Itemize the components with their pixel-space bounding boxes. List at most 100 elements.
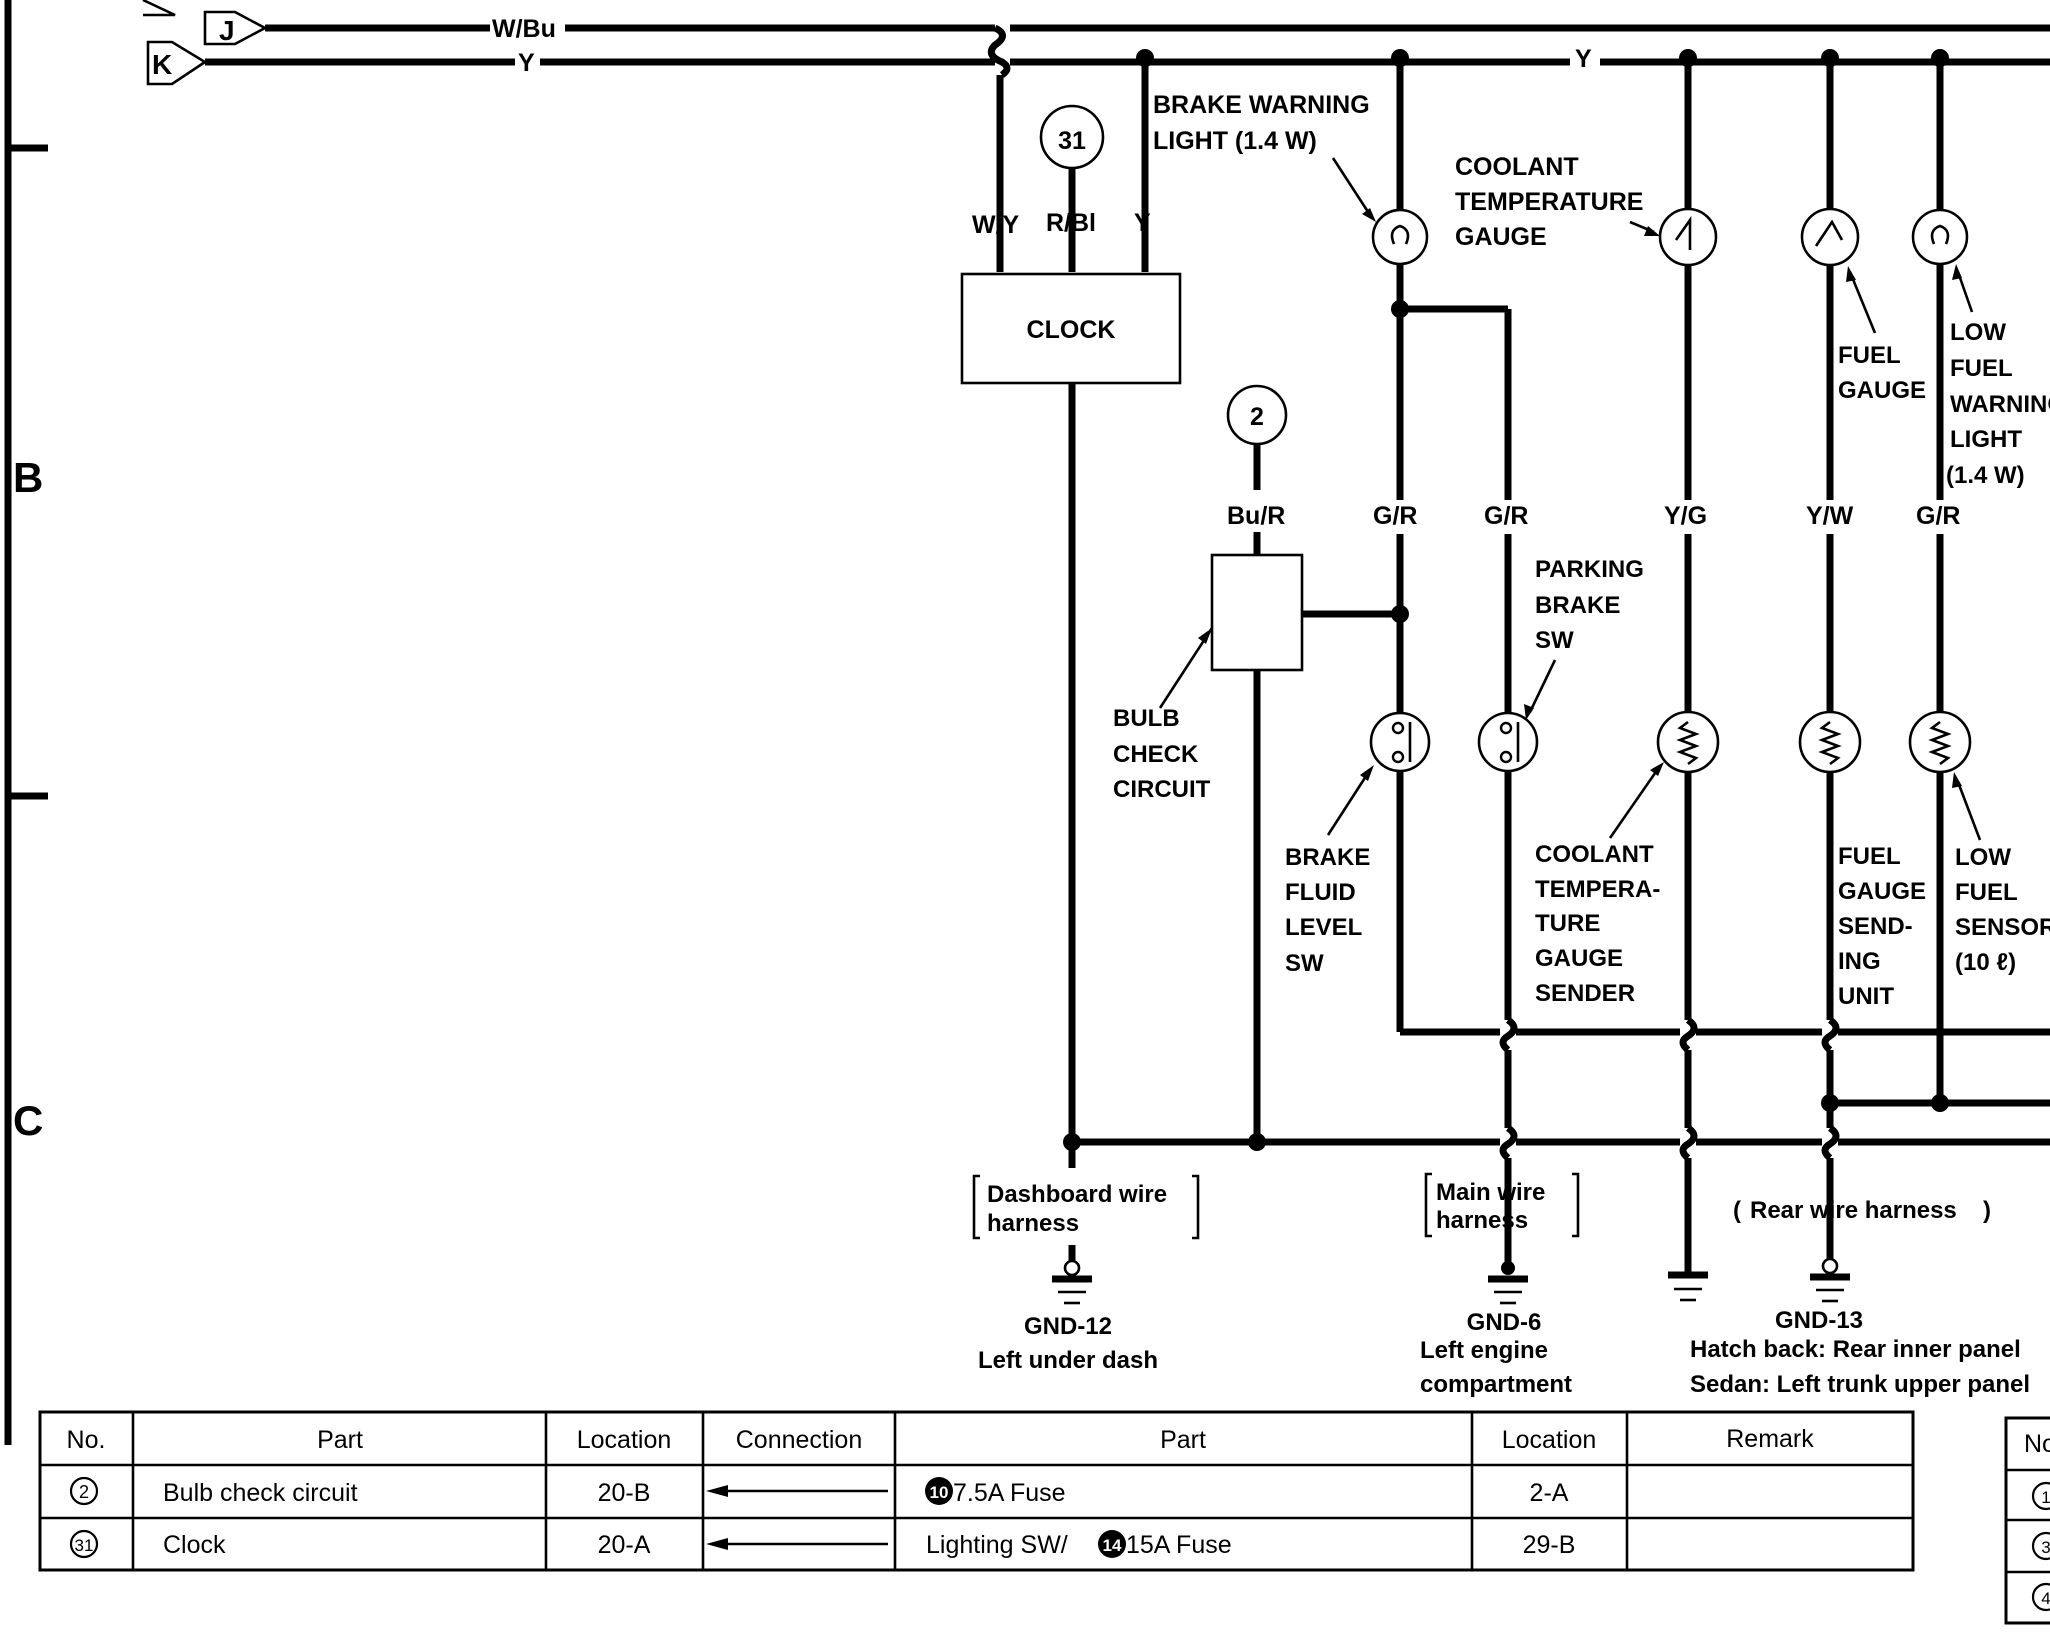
- bulb-label-2: CHECK: [1113, 741, 1199, 768]
- connector-k: K: [146, 40, 208, 86]
- fuel-sender-label-3: SEND-: [1838, 913, 1913, 940]
- connection-number-31: 31: [1058, 127, 1086, 155]
- low-fuel-sensor-label-2: FUEL: [1955, 879, 2018, 906]
- ground-bus: [1063, 1133, 2050, 1151]
- fuel-gauge-label-1: FUEL: [1838, 342, 1901, 369]
- coolant-sender-label-1: COOLANT: [1535, 841, 1654, 868]
- bulb-check-circuit: 2 Bu/R BULB CHECK CIRCUIT: [1113, 384, 1400, 1142]
- parking-brake-column: PARKING BRAKE SW: [1477, 534, 1644, 1170]
- main-harness-label-2: harness: [1436, 1207, 1528, 1234]
- bulb-label-1: BULB: [1113, 705, 1180, 732]
- brake-warning-column: BRAKE WARNING LIGHT (1.4 W) G/R G/R BRAK…: [1153, 58, 1528, 1032]
- wire-label-y-g: Y/G: [1664, 502, 1707, 530]
- gnd-13-label: GND-13: [1775, 1307, 1863, 1334]
- brake-fluid-label-2: FLUID: [1285, 879, 1356, 906]
- second-table-header: No.: [2024, 1430, 2050, 1458]
- grid-label-b: B: [13, 454, 43, 501]
- dashboard-harness-label-2: harness: [987, 1210, 1079, 1237]
- gnd-12-desc: Left under dash: [978, 1347, 1158, 1374]
- low-fuel-column: LOW FUEL WARNING LIGHT (1.4 W) G/R LOW F…: [1908, 58, 2050, 1112]
- wire-label-y-clock: Y: [1134, 209, 1151, 237]
- rear-harness-bracket-close: ): [1983, 1197, 1991, 1224]
- row-2-part: Clock: [163, 1531, 226, 1559]
- connector-j-label: J: [219, 15, 235, 46]
- wire-label-bu-r: Bu/R: [1227, 502, 1285, 530]
- gnd-13-desc-1: Hatch back: Rear inner panel: [1690, 1336, 2021, 1363]
- bulb-label-3: CIRCUIT: [1113, 776, 1211, 803]
- parking-brake-label-2: BRAKE: [1535, 592, 1620, 619]
- connector-j: J: [142, 0, 268, 46]
- low-fuel-sensor-label-1: LOW: [1955, 844, 2011, 871]
- wire-label-g-r-2: G/R: [1484, 502, 1528, 530]
- wire-label-y-w: Y/W: [1806, 502, 1854, 530]
- gnd-6-label: GND-6: [1467, 1309, 1542, 1336]
- row-2-no: 31: [75, 1536, 94, 1555]
- dashboard-harness-label-1: Dashboard wire: [987, 1181, 1167, 1208]
- fuel-sender-label-5: UNIT: [1838, 983, 1894, 1010]
- coolant-gauge-label-2: TEMPERATURE: [1455, 188, 1643, 216]
- row-2-fuse-number: 14: [1103, 1536, 1122, 1555]
- coolant-sender-label-2: TEMPERA-: [1535, 876, 1660, 903]
- wire-label-g-r-3: G/R: [1916, 502, 1960, 530]
- brake-fluid-label-3: LEVEL: [1285, 914, 1362, 941]
- gnd-12: Dashboard wire harness GND-12 Left under…: [972, 1142, 1200, 1374]
- wire-label-w-y: W/Y: [972, 211, 1020, 239]
- low-fuel-light-label-5: (1.4 W): [1946, 462, 2025, 489]
- row-1-no: 2: [79, 1482, 89, 1502]
- row-2-location: 20-A: [598, 1531, 651, 1559]
- row-1-fuse-number: 10: [930, 1483, 949, 1502]
- clock: 31 W/Y R/Bl Y CLOCK: [960, 58, 1182, 1142]
- brake-fluid-label-1: BRAKE: [1285, 844, 1370, 871]
- second-table-row-3: 4: [2041, 1589, 2050, 1608]
- connector-k-label: K: [152, 49, 172, 80]
- row-2-location-2: 29-B: [1523, 1531, 1576, 1559]
- table-header-remark: Remark: [1726, 1425, 1814, 1453]
- wire-label-g-r-1: G/R: [1373, 502, 1417, 530]
- fuel-sender-label-2: GAUGE: [1838, 878, 1926, 905]
- low-fuel-light-label-1: LOW: [1950, 319, 2006, 346]
- second-table-partial: No. 1 3 4: [2004, 1416, 2050, 1625]
- rear-harness-bracket-open: (: [1733, 1197, 1741, 1224]
- gnd-13: ( Rear wire harness ) GND-13 Hatch back:…: [1690, 1197, 2030, 1398]
- low-fuel-sensor-label-3: SENSOR: [1955, 914, 2050, 941]
- brake-fluid-label-4: SW: [1285, 950, 1324, 977]
- connection-table: No. Part Location Connection Part Locati…: [38, 1410, 1915, 1572]
- brake-warning-label-2: LIGHT (1.4 W): [1153, 127, 1317, 155]
- second-table-row-2: 3: [2041, 1538, 2050, 1557]
- parking-brake-label-3: SW: [1535, 627, 1574, 654]
- coolant-sender-label-5: SENDER: [1535, 980, 1635, 1007]
- table-header-location-2: Location: [1502, 1426, 1597, 1454]
- row-1-part: Bulb check circuit: [163, 1479, 358, 1507]
- low-fuel-light-label-2: FUEL: [1950, 355, 2013, 382]
- brake-warning-label-1: BRAKE WARNING: [1153, 91, 1370, 119]
- gnd-13-desc-2: Sedan: Left trunk upper panel: [1690, 1371, 2030, 1398]
- row-1-location-2: 2-A: [1530, 1479, 1569, 1507]
- low-fuel-sensor-label-4: (10 ℓ): [1955, 949, 2016, 976]
- top-wires: W/Bu Y Y: [205, 15, 2050, 78]
- gnd-12-label: GND-12: [1024, 1313, 1112, 1340]
- rear-harness-label: Rear wire harness: [1750, 1197, 1957, 1224]
- table-header-no: No.: [67, 1426, 106, 1454]
- parking-brake-label-1: PARKING: [1535, 556, 1644, 583]
- coolant-gauge-label-3: GAUGE: [1455, 223, 1547, 251]
- low-fuel-light-label-4: LIGHT: [1950, 426, 2022, 453]
- main-harness-label-1: Main wire: [1436, 1179, 1545, 1206]
- fuel-gauge-label-2: GAUGE: [1838, 377, 1926, 404]
- low-fuel-light-label-3: WARNING: [1950, 391, 2050, 418]
- gnd-6: Main wire harness GND-6 Left engine comp…: [1420, 1170, 1580, 1398]
- coolant-sender-label-4: GAUGE: [1535, 945, 1623, 972]
- table-header-connection: Connection: [736, 1426, 862, 1454]
- grid-label-c: C: [13, 1097, 43, 1144]
- fuel-sender-label-1: FUEL: [1838, 843, 1901, 870]
- wire-label-y: Y: [518, 49, 535, 77]
- coolant-column: COOLANT TEMPERATURE GAUGE Y/G COOLANT TE…: [1455, 58, 1720, 1302]
- gnd-6-desc-2: compartment: [1420, 1371, 1572, 1398]
- coolant-gauge-label-1: COOLANT: [1455, 153, 1579, 181]
- row-1-location: 20-B: [598, 1479, 651, 1507]
- second-table-row-1: 1: [2041, 1488, 2050, 1507]
- wire-label-w-bu: W/Bu: [492, 15, 556, 43]
- row-1-part-2: 7.5A Fuse: [953, 1479, 1066, 1507]
- table-header-part-2: Part: [1160, 1426, 1206, 1454]
- row-2-part-2-prefix: Lighting SW/: [926, 1531, 1068, 1559]
